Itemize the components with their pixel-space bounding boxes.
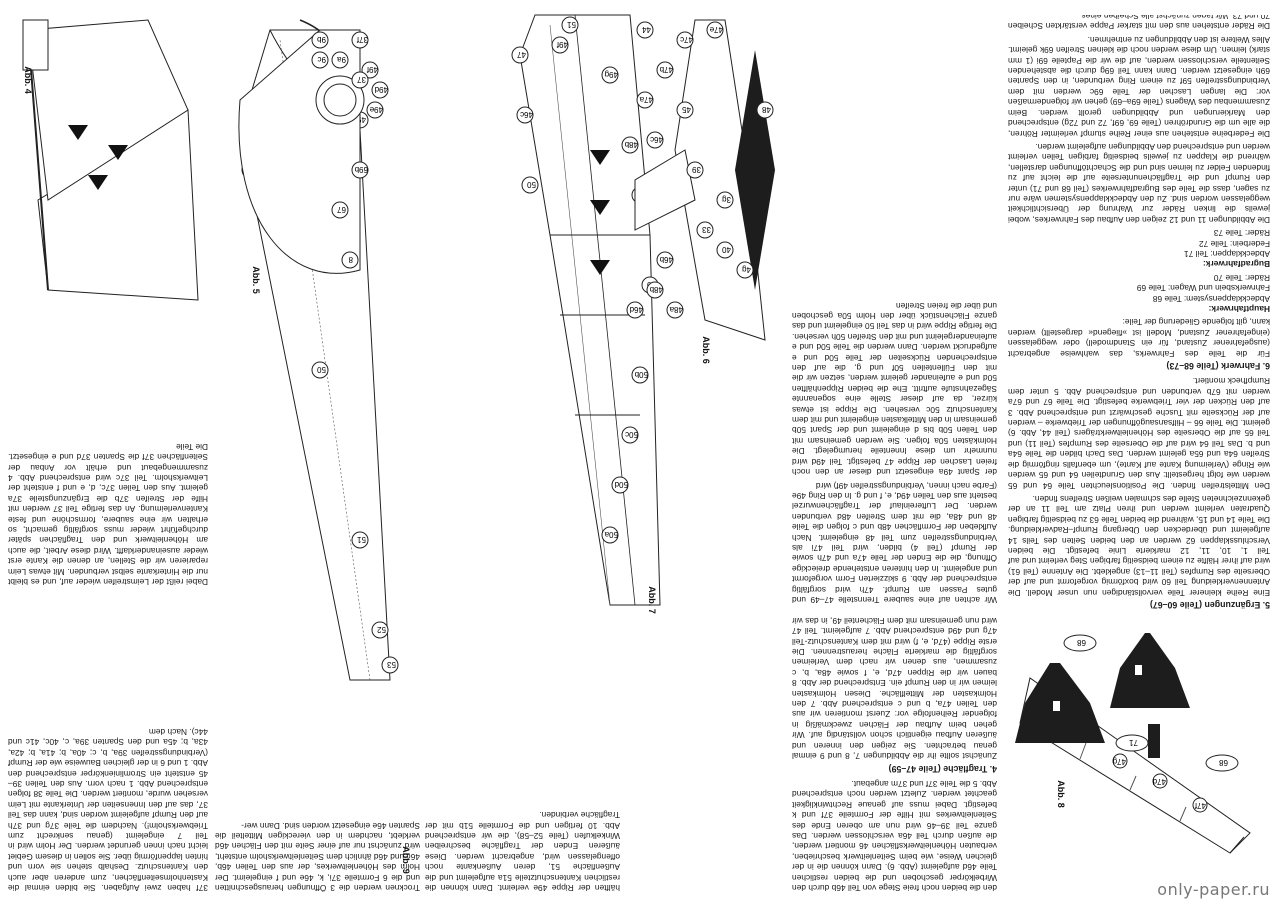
svg-text:9b: 9b [317, 35, 326, 44]
svg-text:45: 45 [682, 105, 691, 114]
abb8-callouts: 68 71 68 47f 47g 47d [1063, 634, 1239, 813]
abb5-callouts: 8 67 69b 37f 9c 37 9a 9b [311, 31, 369, 269]
svg-text:44: 44 [642, 25, 651, 34]
svg-text:4g: 4g [742, 265, 751, 274]
section-heading-6: 6. Fahrwerk (Teile 68–73) [1166, 361, 1271, 372]
svg-text:47g: 47g [1113, 757, 1126, 766]
svg-text:49g: 49g [605, 70, 618, 79]
svg-text:48a: 48a [669, 305, 683, 314]
svg-text:47d: 47d [1153, 777, 1166, 786]
svg-text:50c: 50c [625, 430, 638, 439]
svg-text:51: 51 [567, 20, 576, 29]
svg-text:49: 49 [357, 115, 366, 124]
paragraph: Die Räder entstehen aus den mit starker … [1008, 15, 1270, 32]
svg-text:46d: 46d [630, 305, 643, 314]
paragraph: Die Federbeine entstehen aus einer Reihe… [1008, 34, 1270, 139]
caption-abb6: Abb. 6 [701, 336, 712, 364]
abb5-figure: 8 67 69b 37f 9c 37 9a 9b [220, 10, 380, 300]
svg-text:49d: 49d [375, 85, 388, 94]
svg-text:68: 68 [1219, 758, 1228, 767]
svg-text:37: 37 [357, 75, 366, 84]
paragraph: Zunächst sollte ihr die Abbildungen 7, 8… [792, 613, 997, 762]
caption-abb7: Abb. 7 [647, 586, 658, 614]
svg-text:47f: 47f [1194, 801, 1206, 810]
paragraph: hälften der Rippe 49e verleimt. Dann kön… [425, 810, 620, 893]
svg-text:49f: 49f [556, 40, 568, 49]
paragraph: Wir achten auf eine saubere Trennstelle … [792, 480, 997, 605]
svg-text:47b: 47b [659, 65, 673, 74]
svg-text:48b: 48b [624, 140, 638, 149]
section-heading-5: 5. Ergänzungen (Teile 60–67) [1149, 600, 1270, 610]
svg-text:46c: 46c [520, 110, 533, 119]
figure-abb8: 68 71 68 47f 47g 47d [1008, 623, 1270, 893]
text-column-3b: 37f haben zwei Aufgaben. Sie bilden einm… [8, 593, 208, 893]
svg-text:71: 71 [1129, 738, 1138, 747]
svg-text:50d: 50d [615, 480, 628, 489]
text-column-2b: Wir achten auf eine saubere Trennstelle … [792, 280, 997, 605]
svg-text:8: 8 [348, 255, 353, 264]
figure-abb4 [8, 10, 208, 310]
svg-text:48: 48 [762, 105, 771, 114]
watermark: only-paper.ru [1157, 880, 1270, 899]
paragraph: den die beiden noch freie Stege von Teil… [792, 778, 997, 893]
svg-text:48b: 48b [649, 285, 663, 294]
svg-text:49e: 49e [369, 105, 383, 114]
svg-text:50: 50 [317, 365, 326, 374]
svg-text:9c: 9c [318, 55, 326, 64]
paragraph: Trocknen werden die 3 Öffnungen herausge… [215, 820, 420, 893]
svg-text:40: 40 [722, 245, 731, 254]
figure-abb6: 46d 46b 46c 47a 47b 47c 47e 44 45 39 3g … [625, 10, 785, 350]
svg-text:46b: 46b [659, 255, 673, 264]
svg-text:52: 52 [377, 625, 386, 634]
caption-abb9: Abb. 9 [401, 846, 412, 874]
paragraph: 37f haben zwei Aufgaben. Sie bilden einm… [8, 726, 208, 893]
paragraph: Dabei reißt der Leimstreifen wieder auf,… [8, 441, 208, 587]
paragraph: Den Mittelstreifen finden. Die Positions… [1008, 376, 1270, 491]
svg-text:50b: 50b [634, 370, 648, 379]
svg-text:67: 67 [337, 205, 346, 214]
svg-text:33: 33 [702, 225, 711, 234]
svg-text:50: 50 [527, 180, 536, 189]
svg-text:69b: 69b [354, 165, 368, 174]
abb6-callouts: 46d 46b 46c 47a 47b 47c 47e 44 45 39 3g … [626, 21, 774, 319]
svg-text:49f: 49f [366, 65, 378, 74]
svg-text:47c: 47c [680, 35, 693, 44]
text-column-3c: Dabei reißt der Leimstreifen wieder auf,… [8, 317, 208, 587]
svg-text:51: 51 [357, 535, 366, 544]
svg-text:46c: 46c [650, 135, 663, 144]
svg-text:37f: 37f [356, 35, 368, 44]
svg-text:68: 68 [1077, 638, 1086, 647]
svg-text:50a: 50a [604, 530, 618, 539]
text-column-4: hälften der Rippe 49e verleimt. Dann kön… [425, 733, 620, 893]
text-column-2: den die beiden noch freie Stege von Teil… [792, 613, 997, 893]
svg-text:3g: 3g [722, 195, 731, 204]
section-heading-4: 4. Tragfläche (Teile 47–59) [888, 763, 997, 774]
caption-abb4: Abb. 4 [23, 66, 34, 94]
text-column-3: Trocknen werden die 3 Öffnungen herausge… [215, 698, 420, 893]
svg-text:39: 39 [692, 165, 701, 174]
figure-abb5 [972, 125, 1102, 325]
paragraph: Eine Reihe kleinerer Teile vervollständi… [1008, 493, 1270, 598]
svg-text:9a: 9a [337, 55, 346, 64]
paragraph: der Spant 49a eingesetzt und dieser an d… [792, 300, 997, 478]
svg-text:53: 53 [387, 660, 396, 669]
svg-text:47: 47 [517, 50, 526, 59]
svg-text:47a: 47a [639, 95, 653, 104]
svg-text:47e: 47e [709, 25, 723, 34]
abb8-drawing: 68 71 68 47f 47g 47d [1015, 633, 1251, 854]
caption-abb8: Abb. 8 [1056, 780, 1067, 808]
caption-abb5: Abb. 5 [251, 266, 262, 294]
